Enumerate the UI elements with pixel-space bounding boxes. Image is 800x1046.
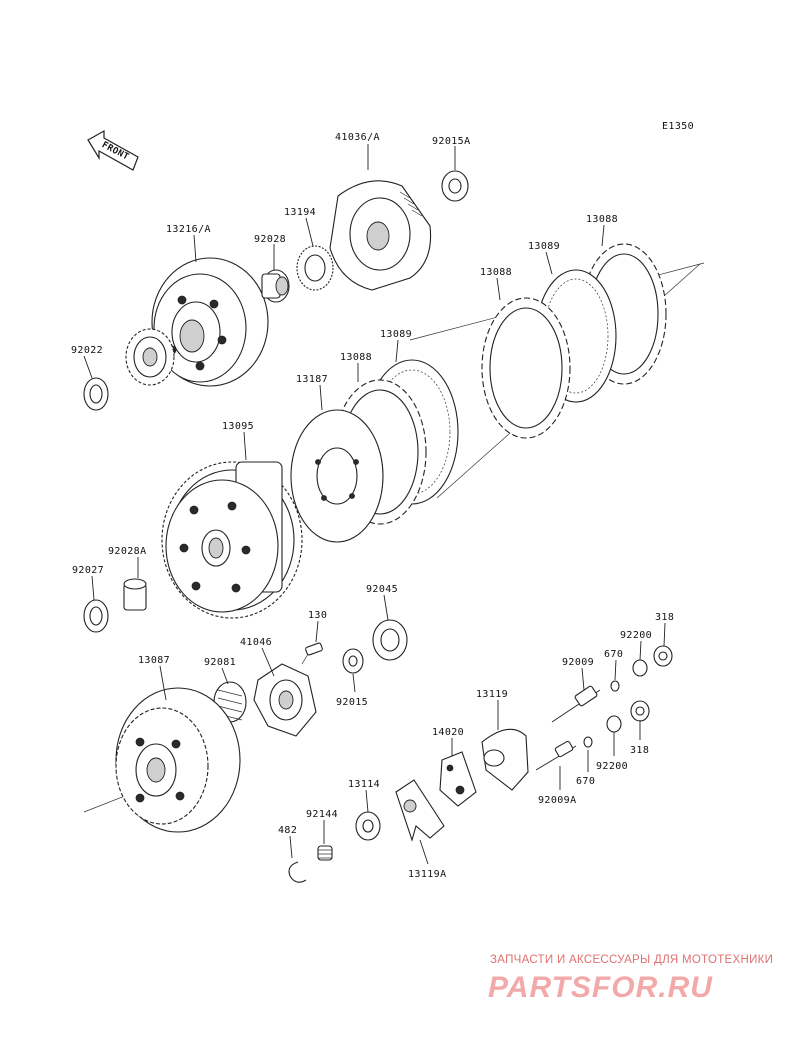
callout-labels: 41036/A 92015A 13194 13088 13216/A 92028…	[71, 132, 674, 880]
callout-14020: 14020	[432, 727, 464, 738]
callout-13119a: 13119A	[408, 869, 447, 880]
callout-13087: 13087	[138, 655, 170, 666]
circlip-482-part	[288, 861, 307, 883]
spring-92144-part	[317, 845, 333, 861]
centrifugal-clutch-part	[329, 180, 432, 291]
pressure-plate-13187-part	[290, 409, 384, 543]
callout-13216-a: 13216/A	[166, 224, 211, 235]
callout-13187: 13187	[296, 374, 328, 385]
bush-92028-part	[261, 269, 290, 303]
nut-92015-part	[342, 648, 364, 674]
release-lever-13119a-part	[395, 779, 445, 842]
front-arrow-icon: FRONT	[87, 129, 139, 171]
callout-92081: 92081	[204, 657, 236, 668]
bush-13114-part	[355, 811, 381, 841]
callout-92022: 92022	[71, 345, 103, 356]
callout-13095: 13095	[222, 421, 254, 432]
callout-13089-a: 13089	[528, 241, 560, 252]
friction-plate-13088-mid	[481, 297, 571, 439]
o-ring-670-top-part	[610, 680, 620, 692]
washer-92200-top-part	[632, 659, 648, 677]
callout-670-a: 670	[604, 649, 623, 660]
bolt-130-part	[301, 642, 323, 665]
callout-41036-a: 41036/A	[335, 132, 380, 143]
callout-670-b: 670	[576, 776, 595, 787]
callout-13088-a: 13088	[586, 214, 618, 225]
bush-92028a-part	[123, 578, 147, 611]
nut-318-low-part	[630, 700, 650, 722]
bearing-13194-part	[296, 245, 334, 291]
callout-13119: 13119	[476, 689, 508, 700]
clutch-drum-13087-part	[83, 687, 241, 833]
callout-92144: 92144	[306, 809, 338, 820]
callout-318-b: 318	[630, 745, 649, 756]
clutch-hub-13095-part	[161, 461, 303, 619]
callout-13088-c: 13088	[340, 352, 372, 363]
cover-14020-part	[439, 751, 477, 807]
spring-holder-41046-part	[253, 663, 317, 737]
primary-gear-part	[125, 328, 175, 386]
diagram-code: E1350	[662, 121, 694, 132]
callout-92200-b: 92200	[596, 761, 628, 772]
callout-92015a: 92015A	[432, 136, 471, 147]
adjuster-92009a-part	[535, 740, 577, 771]
callout-318-a: 318	[655, 612, 674, 623]
callout-13088-b: 13088	[480, 267, 512, 278]
callout-13194: 13194	[284, 207, 316, 218]
watermark-logo: PARTSFOR.RU	[488, 971, 713, 1004]
adjuster-92009-part	[551, 685, 601, 723]
callout-13114: 13114	[348, 779, 380, 790]
callout-92009a: 92009A	[538, 795, 577, 806]
callout-92015: 92015	[336, 697, 368, 708]
washer-92022-part	[83, 377, 109, 411]
callout-130: 130	[308, 610, 327, 621]
release-cam-13119-part	[481, 728, 529, 791]
leader-lines	[83, 144, 666, 865]
nut-318-top-part	[653, 645, 673, 667]
callout-13089-b: 13089	[380, 329, 412, 340]
callout-92027: 92027	[72, 565, 104, 576]
clutch-housing-part	[151, 257, 269, 387]
callout-92028: 92028	[254, 234, 286, 245]
callout-92045: 92045	[366, 584, 398, 595]
nut-92015a-part	[441, 170, 469, 202]
bearing-92045-part	[372, 619, 408, 661]
watermark: ЗАПЧАСТИ И АКСЕССУАРЫ ДЛЯ МОТОТЕХНИКИ PA…	[488, 954, 773, 1004]
callout-92028a: 92028A	[108, 546, 147, 557]
o-ring-670-low-part	[583, 736, 593, 748]
watermark-tagline: ЗАПЧАСТИ И АКСЕССУАРЫ ДЛЯ МОТОТЕХНИКИ	[490, 954, 773, 966]
callout-92200-a: 92200	[620, 630, 652, 641]
washer-92200-low-part	[606, 715, 622, 733]
callout-482: 482	[278, 825, 297, 836]
washer-92027-part	[83, 599, 109, 633]
callout-92009: 92009	[562, 657, 594, 668]
callout-41046: 41046	[240, 637, 272, 648]
